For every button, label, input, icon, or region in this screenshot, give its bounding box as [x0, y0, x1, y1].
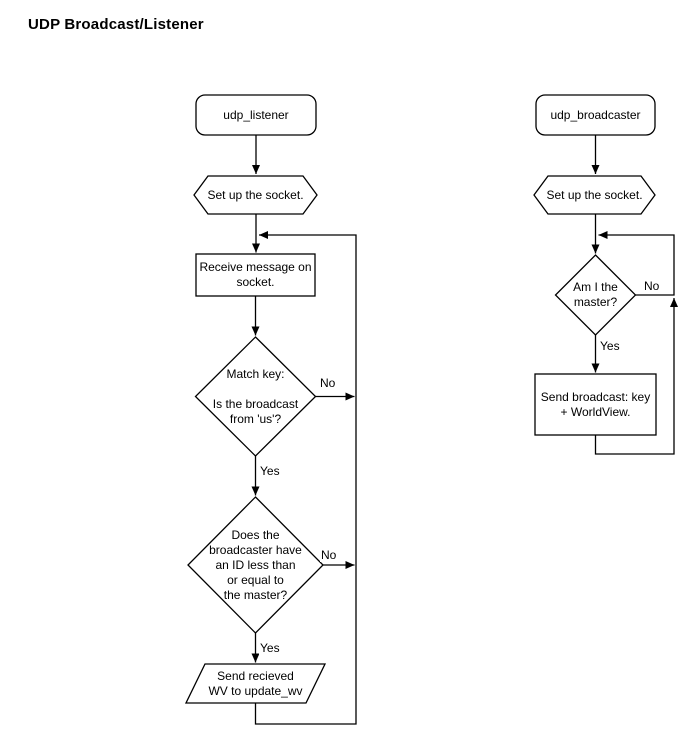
node-udp-broadcaster-start	[535, 94, 656, 136]
page-title: UDP Broadcast/Listener	[28, 16, 204, 33]
broadcaster-edges	[591, 135, 678, 455]
node-id-check-decision	[187, 496, 324, 634]
node-udp-listener-start	[195, 94, 317, 136]
node-receive-message	[195, 253, 316, 297]
node-listener-setup-hexagon	[193, 175, 318, 215]
node-match-key-decision	[194, 336, 317, 457]
node-send-broadcast	[534, 373, 657, 436]
node-master-decision	[554, 254, 637, 336]
broadcaster-shapes	[533, 94, 657, 436]
listener-shapes	[184, 94, 327, 704]
listener-edges	[251, 135, 357, 725]
edge-master-no-loop	[598, 231, 675, 296]
node-broadcaster-setup-hexagon	[533, 175, 656, 215]
edge-broadcaster-send-loop	[594, 298, 678, 455]
node-send-wv-parallelogram	[184, 663, 327, 704]
edge-listener-loop-back	[254, 231, 357, 725]
